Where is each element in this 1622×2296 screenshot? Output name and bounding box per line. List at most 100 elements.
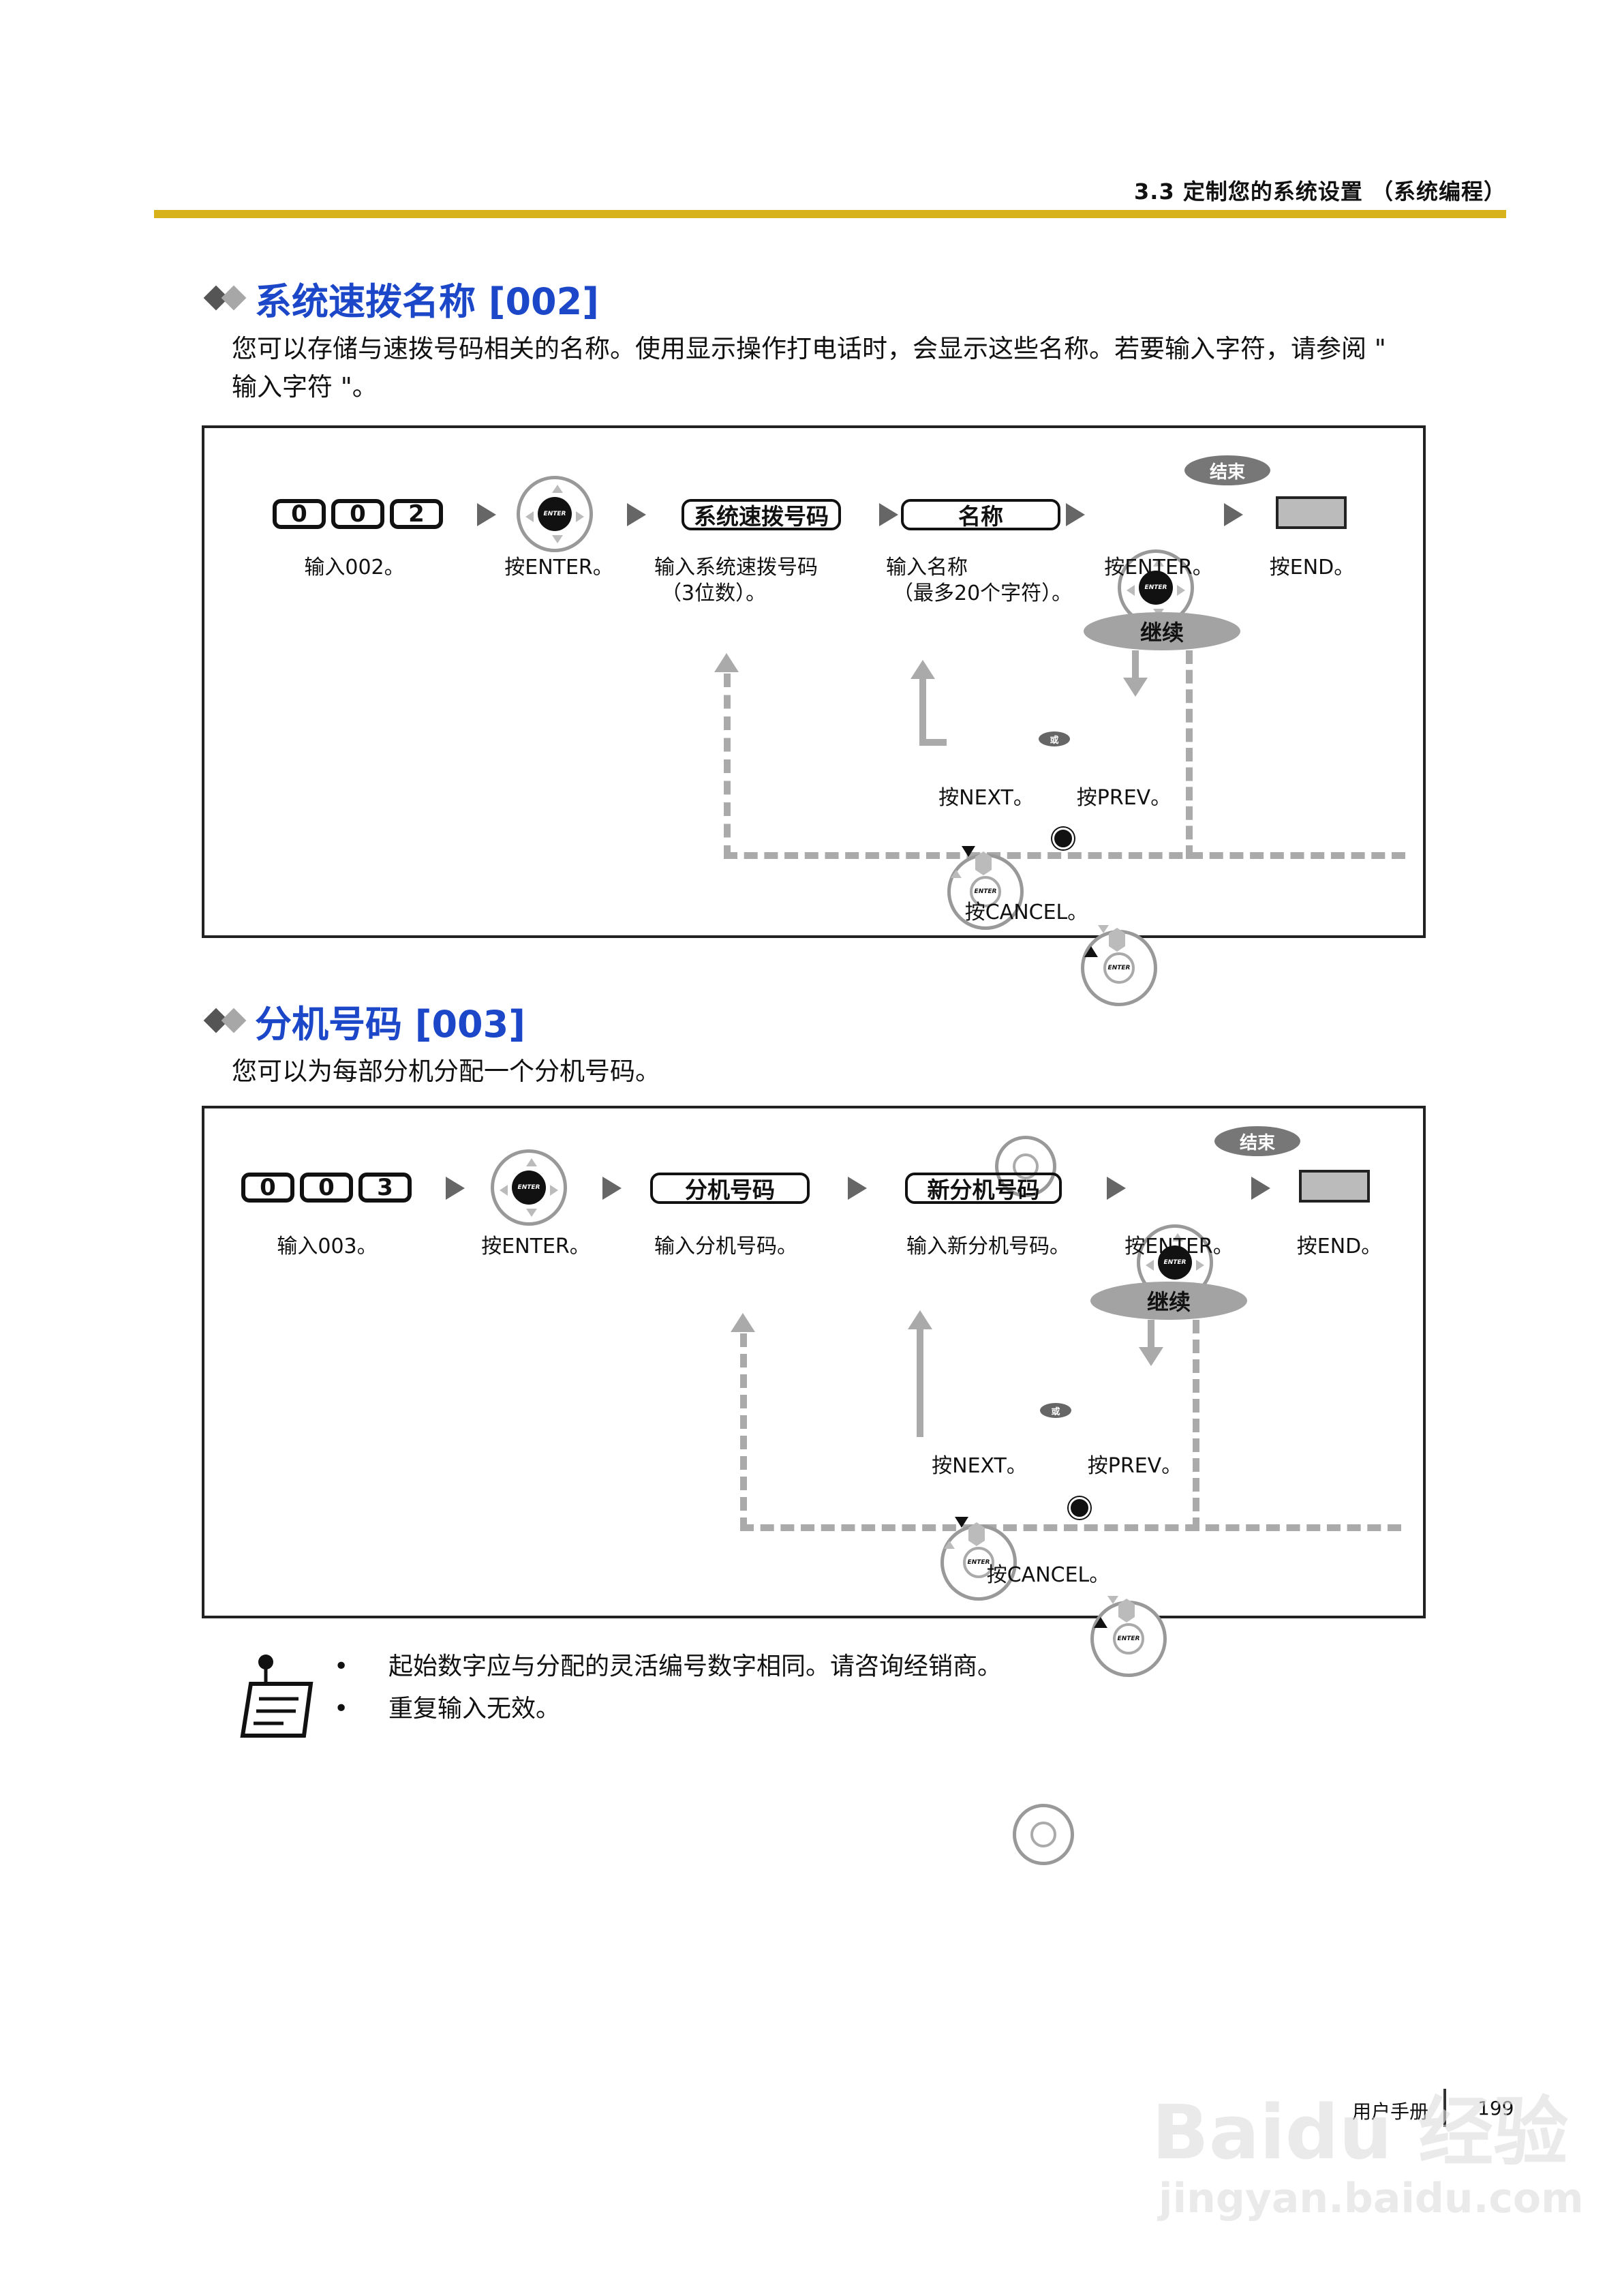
section1-title: 系统速拨名称 [002] (203, 271, 599, 325)
continue-arrow-line (1148, 1320, 1154, 1347)
loop-dashed-line (740, 1524, 1401, 1531)
key-2: 2 (390, 499, 443, 529)
next-return-line (917, 1328, 923, 1437)
name-box: 名称 (901, 499, 1060, 530)
enter-button-icon: ENTER (517, 476, 593, 552)
note-item: •起始数字应与分配的灵活编号数字相同。请咨询经销商。 (334, 1646, 1424, 1688)
step3-label: 输入分机号码。 (654, 1235, 797, 1258)
up-arrow-icon (908, 1310, 932, 1329)
watermark-url: jingyan.baidu.com (1159, 2175, 1584, 2222)
key-0: 0 (331, 499, 384, 529)
step4-label: 输入名称 （最多20个字符）。 (886, 556, 1073, 605)
up-arrow-icon (731, 1313, 755, 1332)
loop-dashed-line (724, 674, 731, 859)
page-number: 199 (1478, 2097, 1514, 2119)
memo-note-icon (236, 1652, 324, 1748)
step6-label: 按END。 (1296, 1235, 1382, 1258)
arrow-right-icon (1066, 503, 1085, 526)
prev-label: 按PREV。 (1087, 1454, 1182, 1478)
end-key-icon (1276, 496, 1347, 529)
key-0: 0 (300, 1173, 353, 1203)
watermark-brand: Baidu 经验 (1152, 2089, 1569, 2176)
diamond-bullet-icon (203, 1008, 249, 1035)
footer-manual: 用户手册 (1352, 2100, 1429, 2123)
extension-number-box: 分机号码 (650, 1173, 810, 1204)
header-title: 3.3 定制您的系统设置 （系统编程） (1134, 179, 1506, 205)
cancel-label: 按CANCEL。 (964, 901, 1088, 924)
next-button-icon: ENTER (940, 1517, 1017, 1601)
step5-label: 按ENTER。 (1104, 556, 1213, 579)
step4-label: 输入新分机号码。 (906, 1235, 1070, 1258)
keypad-keys-003: 0 0 3 (241, 1173, 412, 1203)
cancel-button-icon (995, 1136, 1056, 1197)
arrow-right-icon (879, 503, 898, 526)
next-button-icon: ENTER (947, 846, 1024, 930)
loop-dashed-line (724, 852, 1405, 859)
down-arrow-icon (1139, 1347, 1163, 1366)
new-extension-number-box: 新分机号码 (905, 1173, 1062, 1204)
diamond-bullet-icon (203, 285, 249, 312)
next-return-line (919, 739, 947, 746)
arrow-right-icon (848, 1177, 867, 1200)
arrow-right-icon (477, 503, 496, 526)
cancel-button-icon (1013, 1804, 1074, 1865)
end-key-icon (1299, 1170, 1370, 1203)
arrow-right-icon (1251, 1177, 1270, 1200)
note-item: •重复输入无效。 (334, 1688, 1424, 1730)
up-arrow-icon (714, 653, 739, 672)
section2-title: 分机号码 [003] (203, 994, 525, 1048)
continue-oval: 继续 (1090, 1282, 1247, 1320)
arrow-right-icon (627, 503, 646, 526)
section1-title-text: 系统速拨名称 [002] (255, 280, 599, 323)
arrow-right-icon (1107, 1177, 1126, 1200)
next-return-line (919, 678, 926, 746)
footer-divider (1443, 2089, 1446, 2127)
key-0: 0 (241, 1173, 294, 1203)
section1-desc-line1: 您可以存储与速拨号码相关的名称。使用显示操作打电话时，会显示这些名称。若要输入字… (232, 334, 1386, 363)
section2-title-text: 分机号码 [003] (255, 1003, 525, 1046)
keypad-keys-002: 0 0 2 (273, 499, 443, 529)
step5-label: 按ENTER。 (1124, 1235, 1234, 1258)
or-badge: 或 (1039, 731, 1070, 746)
end-oval: 结束 (1184, 455, 1270, 485)
step2-label: 按ENTER。 (504, 556, 613, 579)
step6-label: 按END。 (1269, 556, 1355, 579)
bullet-icon: • (334, 1695, 349, 1723)
cancel-indicator-icon (1052, 828, 1074, 849)
or-badge: 或 (1040, 1403, 1071, 1418)
header-rule (154, 210, 1506, 218)
key-0: 0 (273, 499, 326, 529)
section2-diagram-panel: 0 0 3 ENTER 分机号码 新分机号码 ENTER 结束 输入003。 按… (202, 1106, 1426, 1865)
prev-label: 按PREV。 (1076, 786, 1172, 810)
arrow-right-icon (446, 1177, 465, 1200)
next-label: 按NEXT。 (932, 1454, 1027, 1478)
continue-arrow-line (1132, 650, 1139, 678)
arrow-right-icon (1224, 503, 1243, 526)
prev-button-icon: ENTER (1090, 1596, 1167, 1677)
step2-label: 按ENTER。 (481, 1235, 590, 1258)
end-oval: 结束 (1214, 1126, 1300, 1156)
arrow-right-icon (602, 1177, 622, 1200)
step1-label: 输入002。 (304, 556, 405, 579)
section1-description: 您可以存储与速拨号码相关的名称。使用显示操作打电话时，会显示这些名称。若要输入字… (232, 330, 1513, 406)
key-3: 3 (358, 1173, 412, 1203)
down-arrow-icon (1123, 678, 1148, 697)
continue-oval: 继续 (1084, 612, 1240, 650)
cancel-label: 按CANCEL。 (986, 1563, 1110, 1587)
prev-button-icon: ENTER (1081, 925, 1157, 1006)
section1-desc-line2: 输入字符 "。 (232, 372, 378, 402)
loop-dashed-line (1186, 650, 1193, 859)
notes-list: •起始数字应与分配的灵活编号数字相同。请咨询经销商。 •重复输入无效。 (334, 1646, 1424, 1730)
enter-button-icon: ENTER (491, 1149, 567, 1226)
step1-label: 输入003。 (277, 1235, 378, 1258)
loop-dashed-line (740, 1333, 747, 1531)
section1-diagram-panel: 0 0 2 ENTER 系统速拨号码 名称 ENTER 结束 输入002。 按E… (202, 425, 1426, 1197)
speed-dial-number-box: 系统速拨号码 (682, 499, 841, 530)
cancel-indicator-icon (1069, 1497, 1090, 1519)
next-label: 按NEXT。 (938, 786, 1034, 810)
step3-label: 输入系统速拨号码 （3位数）。 (654, 556, 818, 605)
bullet-icon: • (334, 1652, 349, 1680)
section2-description: 您可以为每部分机分配一个分机号码。 (232, 1057, 660, 1086)
up-arrow-icon (911, 660, 935, 679)
loop-dashed-line (1193, 1320, 1199, 1531)
